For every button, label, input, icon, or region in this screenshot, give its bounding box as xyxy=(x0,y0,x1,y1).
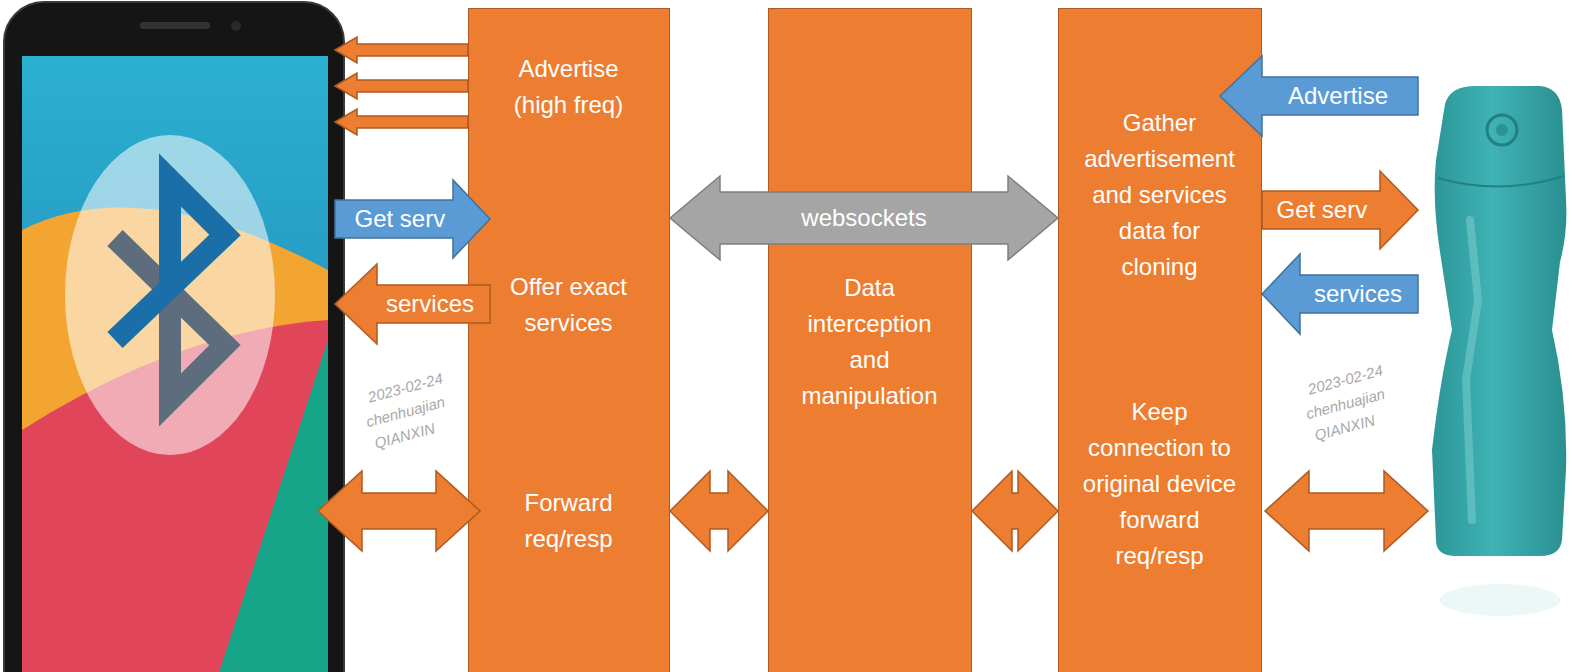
phone-camera xyxy=(231,21,241,31)
bottle-cap-line xyxy=(1438,176,1564,187)
column-text: Forward req/resp xyxy=(494,485,644,557)
double-arrow xyxy=(318,471,480,551)
process-column: Data interception and manipulation xyxy=(768,8,972,672)
arrow-label: Get serv xyxy=(355,205,446,233)
bluetooth-symbol xyxy=(115,180,225,340)
arrow-label: Advertise xyxy=(1288,82,1388,110)
arrow-label: Get serv xyxy=(1277,196,1368,224)
process-column: Advertise (high freq) Offer exact service… xyxy=(468,8,670,672)
bluetooth-badge xyxy=(65,135,275,455)
bottle-button xyxy=(1487,115,1517,145)
arrow-label: services xyxy=(386,290,474,318)
connector-arrow xyxy=(670,471,768,551)
block-arrow xyxy=(335,180,490,258)
double-arrow xyxy=(1265,471,1428,551)
block-arrow xyxy=(1262,171,1418,249)
advertise-arrow xyxy=(335,109,468,135)
column-text: Keep connection to original device forwa… xyxy=(1080,394,1240,574)
connector-arrow xyxy=(972,471,1058,551)
connector-arrow xyxy=(670,176,1058,260)
column-text: Data interception and manipulation xyxy=(795,270,945,414)
bottle-button xyxy=(1496,124,1508,136)
bottle-reflection xyxy=(1440,584,1560,616)
edge-label: websockets xyxy=(797,204,930,232)
block-arrow xyxy=(1262,254,1418,334)
phone-speaker xyxy=(140,22,210,29)
advertise-arrow xyxy=(335,37,468,63)
bottle-shine xyxy=(1466,220,1478,520)
block-arrow xyxy=(1220,56,1418,136)
column-text: Advertise (high freq) xyxy=(494,51,644,123)
phone-screen xyxy=(22,56,328,672)
phone-body xyxy=(4,2,344,672)
column-text: Gather advertisement and services data f… xyxy=(1080,105,1240,285)
process-column: Gather advertisement and services data f… xyxy=(1058,8,1262,672)
water-bottle xyxy=(1432,86,1566,556)
block-arrow xyxy=(335,264,490,344)
advertise-arrow xyxy=(335,73,468,99)
column-text: Offer exact services xyxy=(494,269,644,341)
arrow-label: services xyxy=(1314,280,1402,308)
